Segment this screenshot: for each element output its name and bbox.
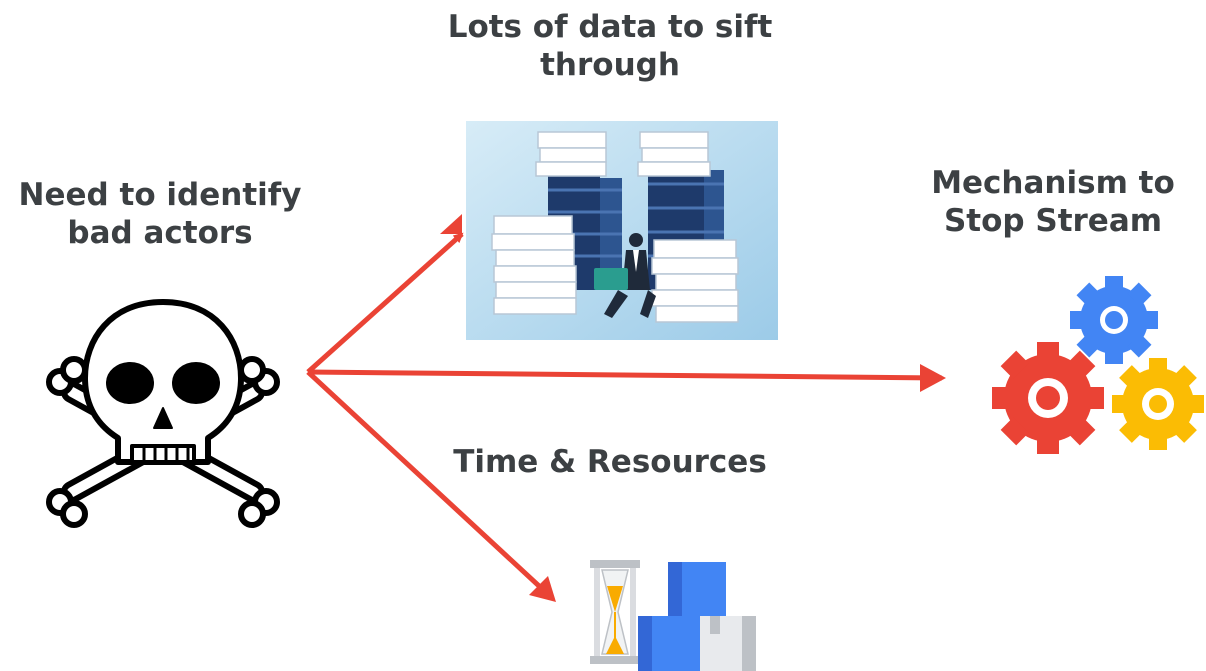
- gears-icon: [992, 276, 1204, 454]
- mechanism-label: Mechanism to Stop Stream: [931, 165, 1175, 239]
- skull-crossbones-icon: [46, 299, 280, 528]
- arrow-to-data: [306, 232, 464, 374]
- time-label: Time & Resources: [453, 444, 767, 480]
- arrow-to-mechanism: [307, 369, 944, 383]
- source-label: Need to identify bad actors: [18, 177, 302, 251]
- arrow-to-time: [306, 370, 554, 600]
- data-label: Lots of data to sift through: [447, 9, 773, 83]
- hourglass-boxes-icon: [590, 560, 756, 671]
- arrows: [306, 214, 946, 602]
- document-stacks-person-laptop-icon: [466, 121, 778, 340]
